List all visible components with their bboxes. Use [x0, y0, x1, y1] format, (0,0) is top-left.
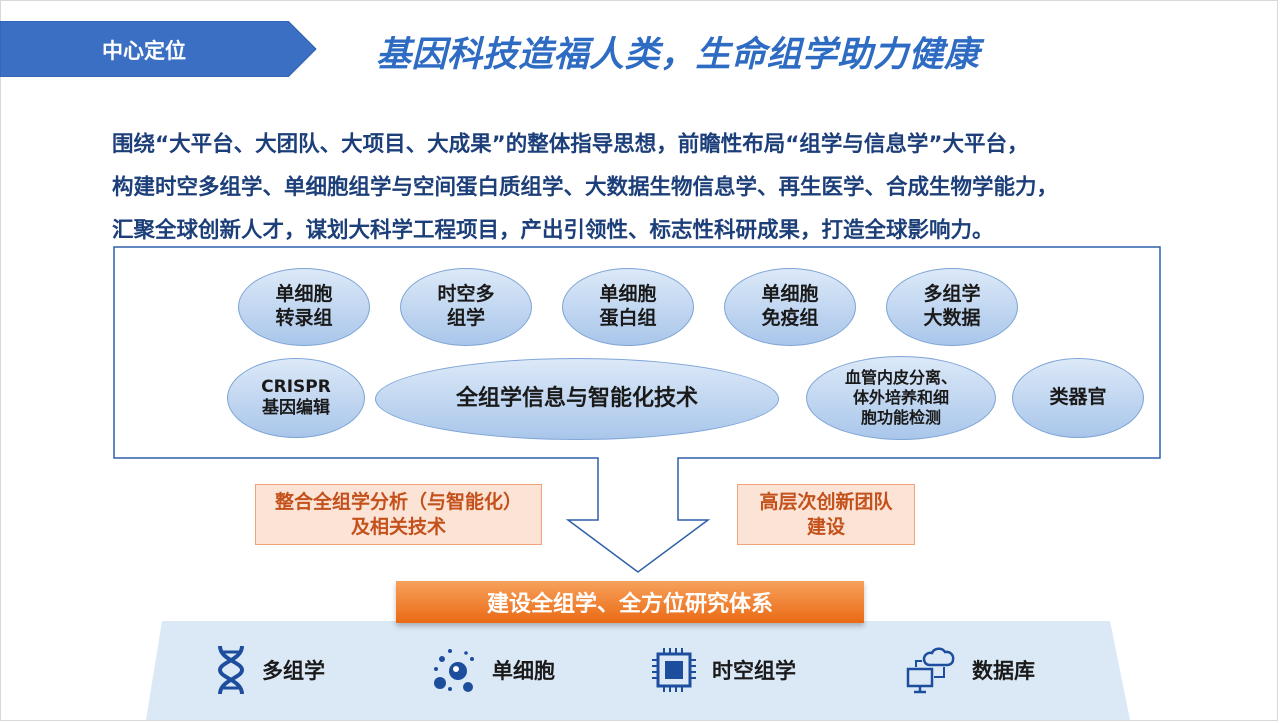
bottom-item-label: 多组学 — [262, 659, 325, 683]
dna-icon — [217, 645, 245, 695]
support-box-integration: 整合全组学分析（与智能化） 及相关技术 — [255, 484, 542, 545]
cells-icon — [434, 649, 474, 692]
oval-label: 时空多 组学 — [437, 283, 495, 329]
bottom-item-label: 数据库 — [972, 659, 1035, 683]
oval-label: 全组学信息与智能化技术 — [455, 386, 698, 412]
oval-single-cell-transcriptome: 单细胞 转录组 — [238, 268, 370, 346]
oval-label: CRISPR 基因编辑 — [261, 376, 331, 418]
section-tab-arrow-shape — [0, 21, 317, 77]
oval-label: 单细胞 转录组 — [275, 283, 333, 329]
bottom-band — [146, 621, 1130, 720]
bottom-item-multiomics: 多组学 — [214, 640, 325, 700]
intro-paragraph: 围绕“大平台、大团队、大项目、大成果”的整体指导思想，前瞻性布局“组学与信息学”… — [112, 130, 1172, 259]
bottom-item-database: 数据库 — [906, 640, 1035, 700]
oval-label: 单细胞 免疫组 — [761, 283, 819, 329]
oval-endothelial-culture: 血管内皮分离、 体外培养和细 胞功能检测 — [806, 356, 996, 440]
intro-line: 汇聚全球创新人才，谋划大科学工程项目，产出引领性、标志性科研成果，打造全球影响力… — [112, 218, 994, 243]
oval-label: 血管内皮分离、 体外培养和细 胞功能检测 — [844, 368, 957, 427]
oval-panomics-intelligent-tech: 全组学信息与智能化技术 — [375, 358, 779, 440]
oval-label: 多组学 大数据 — [923, 283, 981, 329]
support-box-team: 高层次创新团队 建设 — [737, 484, 915, 545]
oval-single-cell-immunome: 单细胞 免疫组 — [724, 268, 856, 346]
intro-line: 构建时空多组学、单细胞组学与空间蛋白质组学、大数据生物信息学、再生医学、合成生物… — [112, 175, 1059, 200]
bottom-item-label: 单细胞 — [492, 659, 555, 683]
chip-icon — [652, 648, 696, 692]
section-tab: 中心定位 — [0, 21, 318, 77]
bottom-item-single-cell: 单细胞 — [428, 640, 555, 700]
oval-label: 类器官 — [1049, 386, 1107, 409]
bottom-item-label: 时空组学 — [712, 659, 796, 683]
cloud-computer-icon — [906, 647, 955, 694]
section-tab-label: 中心定位 — [102, 39, 186, 63]
intro-line: 围绕“大平台、大团队、大项目、大成果”的整体指导思想，前瞻性布局“组学与信息学”… — [112, 132, 1029, 157]
page-headline: 基因科技造福人类，生命组学助力健康 — [376, 35, 980, 75]
oval-label: 单细胞 蛋白组 — [599, 283, 657, 329]
oval-organoids: 类器官 — [1012, 358, 1144, 438]
bottom-item-spatial-omics: 时空组学 — [650, 640, 796, 700]
oval-crispr-gene-editing: CRISPR 基因编辑 — [227, 358, 365, 438]
system-banner: 建设全组学、全方位研究体系 — [396, 581, 864, 623]
oval-multiomics-big-data: 多组学 大数据 — [886, 268, 1018, 346]
oval-spatiotemporal-omics: 时空多 组学 — [400, 268, 532, 346]
oval-single-cell-proteome: 单细胞 蛋白组 — [562, 268, 694, 346]
